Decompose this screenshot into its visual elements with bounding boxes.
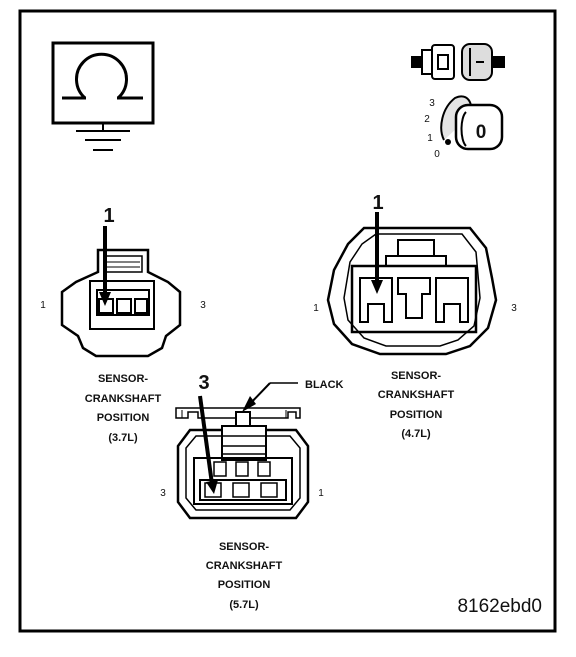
label-5-7l: SENSOR- CRANKSHAFT POSITION (5.7L) [206,541,283,611]
connector-4-7l [326,212,498,356]
disconnect-connector-icon [411,43,505,81]
svg-text:(5.7L): (5.7L) [229,599,259,611]
connector-3-7l [60,226,182,358]
figure-id: 8162ebd0 [457,596,542,617]
pin-left-3-7l: 1 [40,300,46,311]
ignition-position-1: 1 [427,133,433,144]
svg-text:CRANKSHAFT: CRANKSHAFT [206,560,283,572]
pin-right-3-7l: 3 [200,300,206,311]
pin-left-5-7l: 3 [160,488,166,499]
svg-text:POSITION: POSITION [218,579,271,591]
connector-5-7l [175,382,310,520]
svg-text:SENSOR-: SENSOR- [98,373,148,385]
ignition-position-3: 3 [429,98,435,109]
ignition-switch-icon: 0 3 2 1 0 [424,95,504,160]
ignition-key-text: 0 [476,122,487,143]
svg-text:SENSOR-: SENSOR- [219,541,269,553]
ignition-position-0: 0 [434,149,440,160]
ignition-position-2: 2 [424,114,430,125]
label-3-7l: SENSOR- CRANKSHAFT POSITION (3.7L) [85,373,162,444]
label-4-7l: SENSOR- CRANKSHAFT POSITION (4.7L) [378,370,455,440]
svg-text:POSITION: POSITION [97,412,150,424]
svg-text:(3.7L): (3.7L) [108,432,138,444]
pin-right-5-7l: 1 [318,488,324,499]
callout-5-7l: 3 [198,372,209,394]
wire-color-label-5-7l: BLACK [305,379,344,391]
pin-right-4-7l: 3 [511,303,517,314]
svg-text:SENSOR-: SENSOR- [391,370,441,382]
pin-left-4-7l: 1 [313,303,319,314]
svg-text:POSITION: POSITION [390,409,443,421]
svg-text:(4.7L): (4.7L) [401,428,431,440]
ohmmeter-ground-icon [51,41,155,151]
svg-text:CRANKSHAFT: CRANKSHAFT [85,393,162,405]
svg-text:CRANKSHAFT: CRANKSHAFT [378,389,455,401]
callout-3-7l: 1 [103,205,114,227]
callout-4-7l: 1 [372,192,383,214]
